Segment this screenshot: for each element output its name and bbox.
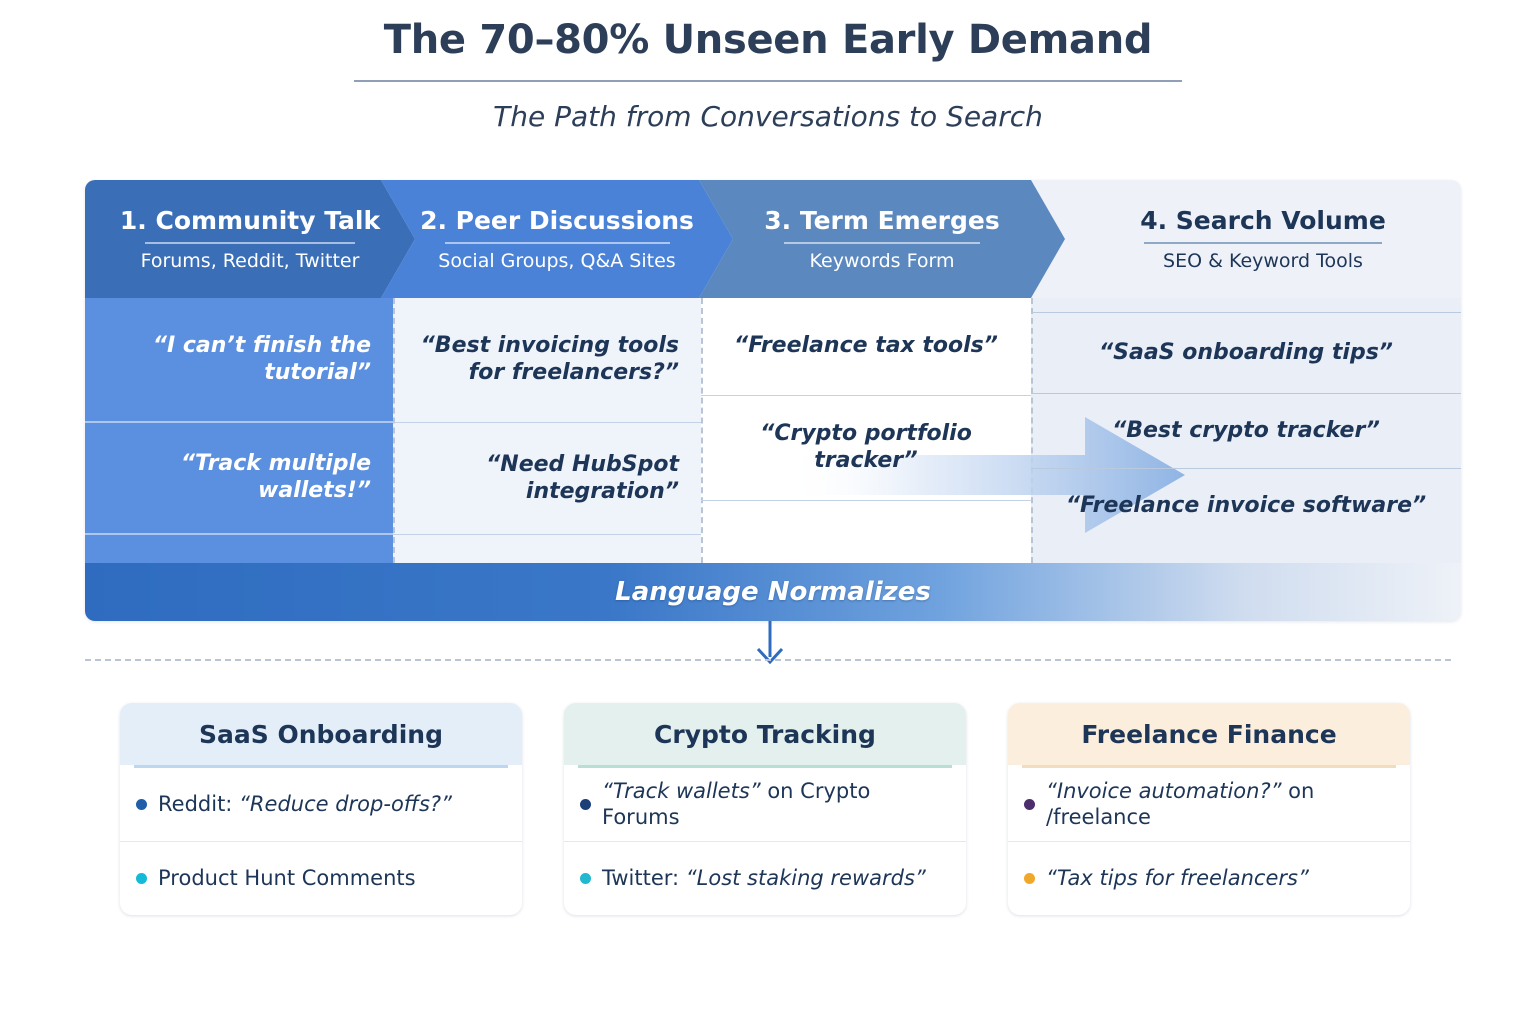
list-item-text: “Track wallets” on Crypto Forums: [602, 779, 871, 829]
card-3-head-rule: [1022, 765, 1396, 768]
list-item-text: Reddit: “Reduce drop-offs?”: [158, 791, 452, 816]
theme-cards: SaaS Onboarding Reddit: “Reduce drop-off…: [120, 703, 1410, 915]
quote-item: “I can’t finish the tutorial”: [85, 298, 393, 423]
stage-3-title: 3. Term Emerges: [764, 206, 1000, 235]
section-divider: [85, 659, 1451, 661]
bullet-dot-icon: [1024, 799, 1035, 810]
quote-item: “Need HubSpot integration”: [393, 423, 701, 535]
bullet-dot-icon: [136, 799, 147, 810]
column-separator-2: [701, 298, 703, 563]
stage-1-quote-column: “I can’t finish the tutorial” “Track mul…: [85, 298, 393, 563]
card-2-body: “Track wallets” on Crypto Forums Twitter…: [564, 768, 966, 915]
card-saas-onboarding[interactable]: SaaS Onboarding Reddit: “Reduce drop-off…: [120, 703, 522, 915]
quote-item: “SaaS onboarding tips”: [1031, 312, 1461, 394]
stage-2-body-background: [393, 298, 701, 563]
quote-item: “Best crypto tracker”: [1031, 394, 1461, 469]
stage-3-quote-column: “Freelance tax tools” “Crypto portfolio …: [701, 298, 1031, 563]
quote-item: “Track multiple wallets!”: [85, 423, 393, 535]
card-freelance-finance[interactable]: Freelance Finance “Invoice automation?” …: [1008, 703, 1410, 915]
title-divider: [354, 80, 1182, 82]
funnel-panel: 1. Community Talk Forums, Reddit, Twitte…: [85, 180, 1461, 621]
stage-2-quote-column: “Best invoicing tools for freelancers?” …: [393, 298, 701, 563]
list-item[interactable]: Twitter: “Lost staking rewards”: [564, 841, 966, 915]
stage-4-subtitle: SEO & Keyword Tools: [1163, 250, 1363, 272]
column-separator-1: [393, 298, 395, 563]
stage-4-title: 4. Search Volume: [1140, 206, 1386, 235]
down-arrow-icon: [756, 621, 784, 665]
quote-item: “Best invoicing tools for freelancers?”: [393, 298, 701, 423]
card-1-body: Reddit: “Reduce drop-offs?” Product Hunt…: [120, 768, 522, 915]
list-item[interactable]: Product Hunt Comments: [120, 841, 522, 915]
stage-1-subtitle: Forums, Reddit, Twitter: [140, 250, 360, 272]
stage-1-rule: [145, 242, 355, 244]
card-crypto-tracking[interactable]: Crypto Tracking “Track wallets” on Crypt…: [564, 703, 966, 915]
list-item[interactable]: Reddit: “Reduce drop-offs?”: [120, 768, 522, 841]
list-item-text: “Invoice automation?” on /freelance: [1046, 779, 1315, 829]
card-1-head-rule: [134, 765, 508, 768]
stage-4-quote-column: “SaaS onboarding tips” “Best crypto trac…: [1031, 298, 1461, 563]
stage-header-community-talk[interactable]: 1. Community Talk Forums, Reddit, Twitte…: [85, 180, 415, 298]
stage-4-rule: [1144, 242, 1382, 244]
bullet-dot-icon: [1024, 873, 1035, 884]
stage-2-subtitle: Social Groups, Q&A Sites: [438, 250, 676, 272]
stage-2-rule: [444, 242, 670, 244]
stage-2-title: 2. Peer Discussions: [420, 206, 694, 235]
list-item[interactable]: “Track wallets” on Crypto Forums: [564, 768, 966, 841]
quote-item: “Freelance tax tools”: [701, 298, 1031, 396]
list-item-text: Twitter: “Lost staking rewards”: [602, 865, 926, 890]
bullet-dot-icon: [136, 873, 147, 884]
page-title: The 70–80% Unseen Early Demand: [383, 17, 1153, 63]
stage-1-title: 1. Community Talk: [119, 206, 381, 235]
bullet-dot-icon: [580, 799, 591, 810]
card-2-head-rule: [578, 765, 952, 768]
list-item[interactable]: “Invoice automation?” on /freelance: [1008, 768, 1410, 841]
card-2-title: Crypto Tracking: [564, 703, 966, 765]
stage-3-subtitle: Keywords Form: [809, 250, 955, 272]
stage-header-search-volume[interactable]: 4. Search Volume SEO & Keyword Tools: [1065, 180, 1461, 298]
quote-item: “Crypto portfolio tracker”: [701, 396, 1031, 501]
stage-3-rule: [784, 242, 980, 244]
list-item-text: “Tax tips for freelancers”: [1046, 865, 1309, 890]
page-subtitle: The Path from Conversations to Search: [493, 100, 1043, 133]
language-normalizes-bar: Language Normalizes: [85, 563, 1461, 621]
card-1-title: SaaS Onboarding: [120, 703, 522, 765]
language-normalizes-label: Language Normalizes: [615, 577, 931, 607]
stage-header-peer-discussions[interactable]: 2. Peer Discussions Social Groups, Q&A S…: [381, 180, 733, 298]
quote-item: “Freelance invoice software”: [1065, 493, 1427, 519]
card-3-body: “Invoice automation?” on /freelance “Tax…: [1008, 768, 1410, 915]
list-item[interactable]: “Tax tips for freelancers”: [1008, 841, 1410, 915]
stage-header-term-emerges[interactable]: 3. Term Emerges Keywords Form: [699, 180, 1065, 298]
header-block: The 70–80% Unseen Early Demand The Path …: [0, 18, 1536, 133]
stage-1-body-background: [85, 298, 393, 563]
bullet-dot-icon: [580, 873, 591, 884]
list-item-text: Product Hunt Comments: [158, 865, 416, 890]
card-3-title: Freelance Finance: [1008, 703, 1410, 765]
